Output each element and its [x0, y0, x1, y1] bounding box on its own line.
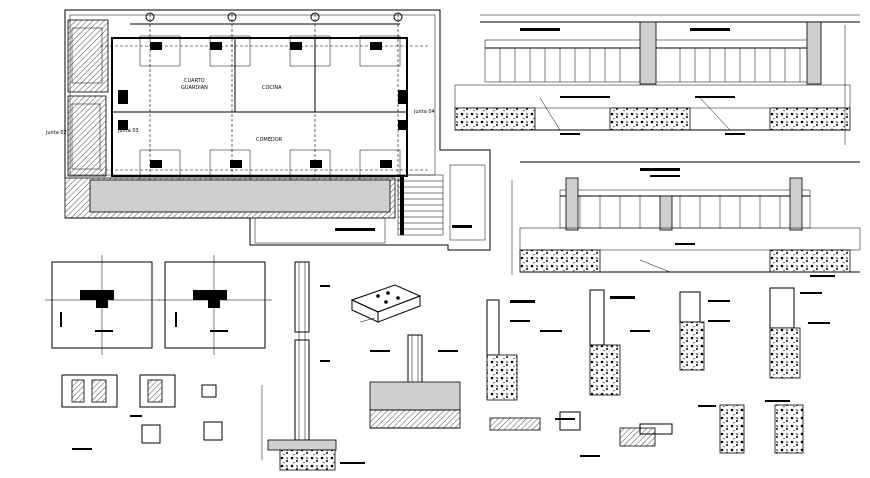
axis-label-right: junta 04: [413, 109, 435, 115]
room-label-guard-1: CUARTO: [184, 78, 205, 84]
wall-detail-3: [679, 291, 730, 371]
floor-plan: CUARTO GUARDIAN COCINA COMEDOR junta 02 …: [45, 9, 491, 251]
axis-label-left-mid: junta 03: [117, 128, 139, 134]
axis-label-left-top: junta 02: [45, 130, 67, 136]
room-label-dining: COMEDOR: [256, 137, 283, 143]
bottom-details: [489, 400, 804, 457]
footing-detail-plans: [61, 374, 223, 450]
column-detail-plans: [45, 255, 272, 355]
room-label-kitchen: COCINA: [262, 85, 282, 91]
wall-detail-2: [589, 289, 650, 396]
room-label-guard-2: GUARDIAN: [181, 85, 208, 91]
wall-detail-4: [769, 287, 830, 379]
footing-section: [369, 334, 461, 429]
section-elevation-top: [454, 14, 860, 145]
wall-detail-1: [486, 299, 562, 401]
section-elevation-middle: [511, 161, 861, 277]
column-section: [261, 261, 365, 471]
isometric-footing: [350, 284, 422, 323]
